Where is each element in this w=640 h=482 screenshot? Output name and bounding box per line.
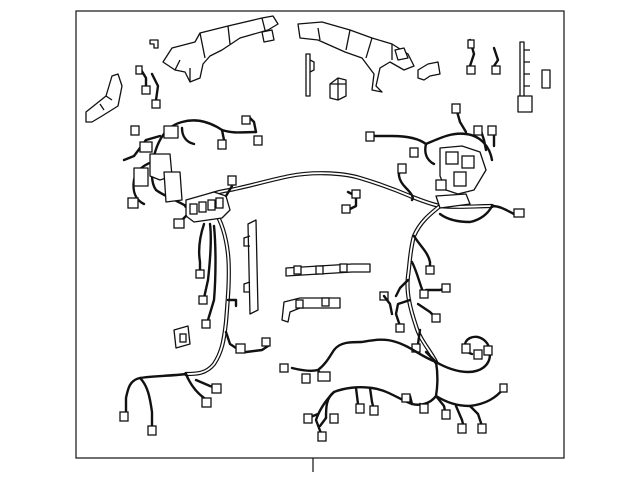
left-upper-loop-harness (122, 115, 263, 209)
top-right-clip-vertical (517, 41, 533, 113)
center-long-clip-strip (285, 263, 371, 277)
left-center-clip-bracket (243, 219, 259, 315)
left-vertical-branches (195, 222, 271, 354)
right-vertical-branches (379, 234, 451, 364)
upper-left-connector-a (135, 65, 151, 95)
top-right-connector-b (491, 46, 501, 75)
lower-left-harness (119, 372, 222, 436)
upper-left-connector-b (150, 72, 161, 109)
lower-center-harness (279, 338, 508, 442)
center-connector-small (341, 189, 361, 214)
top-right-connector-a (466, 38, 476, 75)
right-looped-connector (434, 335, 493, 374)
diagram-frame (75, 10, 565, 459)
top-center-clip-bracket (305, 53, 315, 97)
center-lower-clip-strip (281, 297, 341, 323)
left-grommet-clip (173, 325, 191, 349)
right-top-clip (417, 61, 441, 81)
top-right-end-clip (541, 69, 551, 89)
top-center-wire-protector (297, 21, 415, 93)
center-top-clip (329, 77, 347, 101)
top-left-wire-protector (162, 15, 279, 83)
top-small-clip-1 (149, 39, 159, 49)
left-bracket-clip (85, 73, 123, 123)
right-upper-connector-cluster (365, 103, 525, 224)
left-junction-connector-block (173, 175, 237, 229)
